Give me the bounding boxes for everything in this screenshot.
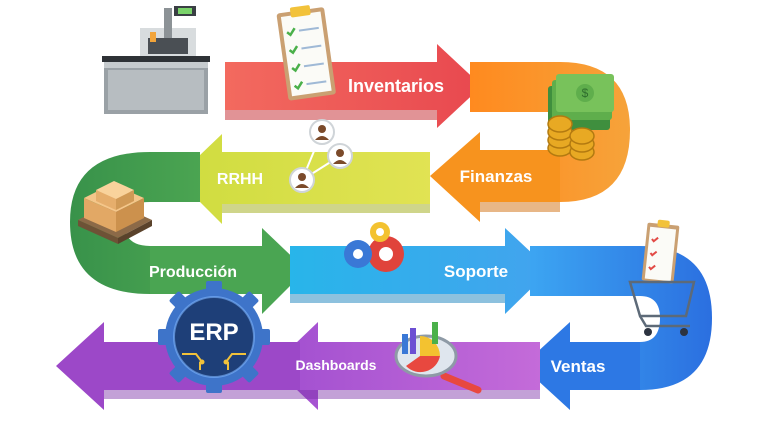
stage-dashboards: Dashboards [56,322,540,410]
erp-badge: ERP [158,281,270,393]
label-produccion: Producción [149,264,237,281]
svg-text:$: $ [582,86,589,100]
label-dashboards: Dashboards [296,357,377,373]
cash-register-icon [102,6,210,114]
label-ventas: Ventas [551,357,606,376]
erp-badge-text: ERP [189,319,238,346]
people-network-icon [289,119,353,193]
magnifier-chart-icon [394,322,482,394]
shopping-cart-icon [628,219,696,336]
stage-ventas: Ventas [522,246,712,410]
clipboard-checklist-icon [276,5,336,101]
arrow-produccion [150,228,306,314]
label-soporte: Soporte [444,262,508,281]
arrow-finanzas [430,132,560,222]
label-rrhh: RRHH [217,171,263,188]
stage-soporte: Soporte [290,228,550,314]
money-stack-icon: $ [547,74,614,161]
label-inventarios: Inventarios [348,76,444,96]
gears-icon [344,222,404,272]
stage-inventarios: Inventarios [225,44,482,128]
label-finanzas: Finanzas [460,167,533,186]
arrow-ventas [522,322,640,410]
boxes-pallet-icon [78,181,152,244]
